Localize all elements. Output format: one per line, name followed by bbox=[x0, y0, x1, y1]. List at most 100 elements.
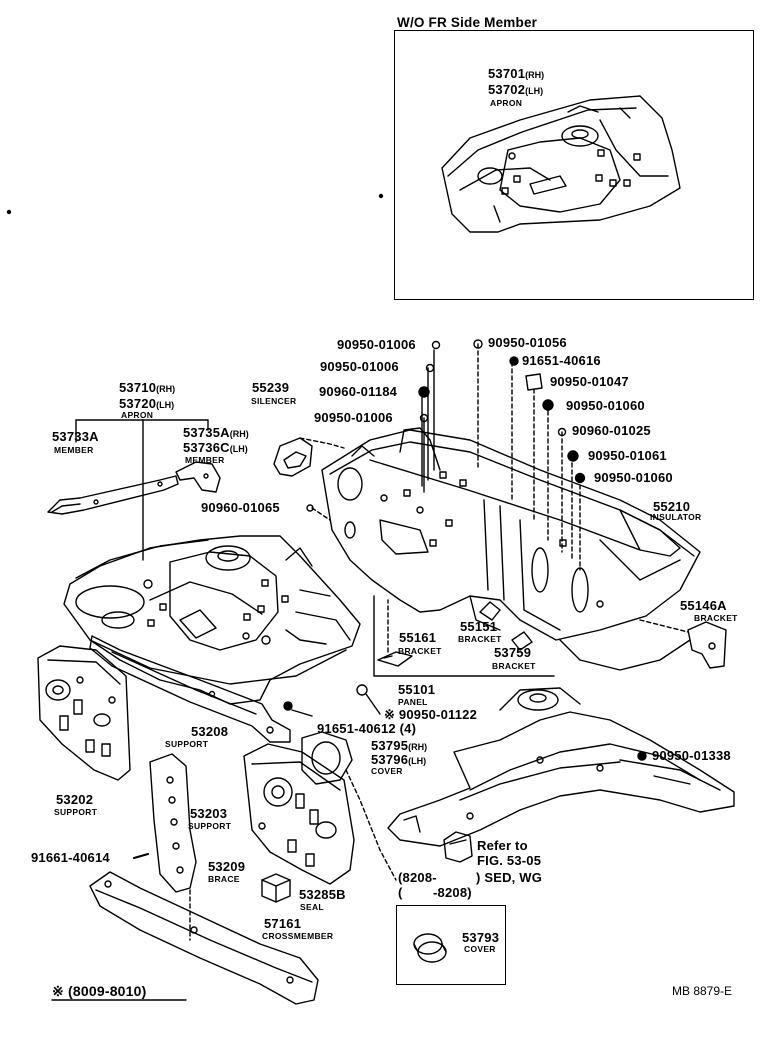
inset-apron-label-lh: 53702(LH) bbox=[488, 82, 543, 98]
bracket-55161-name: BRACKET bbox=[398, 646, 442, 656]
member-53733a-name: MEMBER bbox=[54, 445, 94, 455]
inset-frame bbox=[394, 30, 754, 300]
dash-panel-drawing bbox=[321, 427, 701, 671]
grommet-leader bbox=[365, 693, 381, 715]
bracket-55151-number: 55151 bbox=[460, 619, 498, 634]
side-tag: (LH) bbox=[156, 400, 175, 410]
seal-name: SEAL bbox=[300, 902, 324, 912]
cover-53793-drawing bbox=[413, 933, 447, 963]
support-53203-number: 53203 bbox=[190, 806, 228, 821]
footnote: ※ (8009-8010) bbox=[52, 983, 147, 999]
part-number: 53720 bbox=[119, 396, 157, 411]
insulator-number: 55210 bbox=[653, 499, 691, 514]
inset-apron-label: 53701(RH) bbox=[488, 66, 544, 82]
part-number: 53796 bbox=[371, 752, 409, 767]
label-91661-40614: 91661-40614 bbox=[31, 850, 110, 865]
part-number: 53735A bbox=[183, 425, 230, 440]
support-53208-drawing bbox=[243, 743, 355, 885]
member-53733a-drawing bbox=[47, 475, 179, 515]
front-side-member-drawing bbox=[387, 687, 735, 847]
date-range-from: (8208- bbox=[398, 870, 437, 885]
insulator-leader bbox=[639, 519, 661, 531]
part-number: 53702 bbox=[488, 82, 526, 97]
support-53202-name: SUPPORT bbox=[54, 807, 98, 817]
bracket-55146a-number: 55146A bbox=[680, 598, 727, 613]
stray-mark bbox=[378, 193, 384, 199]
cover-53793-frame bbox=[396, 905, 506, 985]
crossmember-drawing bbox=[89, 871, 319, 1005]
side-rail-drawing bbox=[89, 635, 291, 743]
apron-name: APRON bbox=[121, 410, 154, 420]
label-90950-01006-b: 90950-01006 bbox=[320, 359, 399, 374]
inset-title: W/O FR Side Member bbox=[397, 15, 538, 30]
cover-53795-label: 53795(RH) bbox=[371, 738, 427, 754]
fig-reference: FIG. 53-05 bbox=[477, 853, 542, 868]
bracket-55161-number: 55161 bbox=[399, 630, 437, 645]
fastener-group bbox=[306, 339, 586, 571]
grommet bbox=[356, 684, 368, 696]
bracket-55151-drawing bbox=[479, 601, 501, 621]
cover-53795-drawing bbox=[301, 731, 397, 881]
label-90950-01060-b: 90950-01060 bbox=[594, 470, 673, 485]
member-53736c-label: 53736C(LH) bbox=[183, 440, 248, 456]
apron-label-lh: 53720(LH) bbox=[119, 396, 174, 412]
cover-53795-name: COVER bbox=[371, 766, 403, 776]
bracket-53759-number: 53759 bbox=[494, 645, 532, 660]
support-53208-number: 53208 bbox=[191, 724, 229, 739]
silencer-drawing bbox=[273, 437, 345, 477]
silencer-number: 55239 bbox=[252, 380, 290, 395]
diagram-code: MB 8879-E bbox=[672, 984, 733, 998]
label-91651-40612: 91651-40612 (4) bbox=[317, 721, 417, 736]
cover-53793-number: 53793 bbox=[462, 930, 500, 945]
brace-number: 53209 bbox=[208, 859, 246, 874]
support-53203-drawing bbox=[149, 753, 197, 893]
label-90960-01065: 90960-01065 bbox=[201, 500, 280, 515]
side-tag: (RH) bbox=[525, 70, 545, 80]
label-90950-01060-a: 90950-01060 bbox=[566, 398, 645, 413]
support-53203-name: SUPPORT bbox=[188, 821, 232, 831]
inset-apron-drawing bbox=[441, 95, 681, 233]
label-90950-01006-c: 90950-01006 bbox=[314, 410, 393, 425]
label-90960-01184: 90960-01184 bbox=[319, 384, 398, 399]
part-number: 53795 bbox=[371, 738, 409, 753]
panel-number: 55101 bbox=[398, 682, 436, 697]
cover-53796-label: 53796(LH) bbox=[371, 752, 426, 768]
support-53202-number: 53202 bbox=[56, 792, 94, 807]
seal-number: 53285B bbox=[299, 887, 346, 902]
seal-drawing bbox=[261, 873, 291, 903]
member-53733a-number: 53733A bbox=[52, 429, 99, 444]
clip-leader bbox=[291, 709, 313, 717]
bracket-55146a-name: BRACKET bbox=[694, 613, 738, 623]
crossmember-name: CROSSMEMBER bbox=[262, 931, 334, 941]
panel-name: PANEL bbox=[398, 697, 428, 707]
member-53735a-name: MEMBER bbox=[185, 455, 225, 465]
side-tag: (RH) bbox=[156, 384, 176, 394]
label-90950-01006-a: 90950-01006 bbox=[337, 337, 416, 352]
label-90960-01025: 90960-01025 bbox=[572, 423, 651, 438]
member-leader bbox=[75, 419, 209, 443]
stray-mark bbox=[6, 209, 12, 215]
label-91651-40616: 91651-40616 bbox=[522, 353, 601, 368]
apron-label-rh: 53710(RH) bbox=[119, 380, 175, 396]
label-90950-01061: 90950-01061 bbox=[588, 448, 667, 463]
bracket-55161-drawing bbox=[377, 599, 413, 667]
silencer-name: SILENCER bbox=[251, 396, 297, 406]
bracket-53759-name: BRACKET bbox=[492, 661, 536, 671]
bracket-55146a-drawing bbox=[639, 619, 727, 669]
part-number: 53710 bbox=[119, 380, 157, 395]
part-number: 53736C bbox=[183, 440, 230, 455]
cover-53793-name: COVER bbox=[464, 944, 496, 954]
label-90950-01338: 90950-01338 bbox=[652, 748, 731, 763]
label-90950-01122: ※ 90950-01122 bbox=[384, 707, 478, 722]
brace-name: BRACE bbox=[208, 874, 240, 884]
refer-to-part-drawing bbox=[443, 831, 473, 863]
side-tag: (RH) bbox=[408, 742, 428, 752]
bolt-90950-01338 bbox=[637, 751, 647, 761]
refer-to-text: Refer to bbox=[477, 838, 528, 853]
bolt-91661-40614 bbox=[132, 852, 150, 860]
side-tag: (RH) bbox=[229, 429, 249, 439]
crossmember-number: 57161 bbox=[264, 916, 302, 931]
clip-91651-40612 bbox=[283, 701, 293, 711]
insulator-name: INSULATOR bbox=[650, 512, 702, 522]
label-90950-01056: 90950-01056 bbox=[488, 335, 567, 350]
